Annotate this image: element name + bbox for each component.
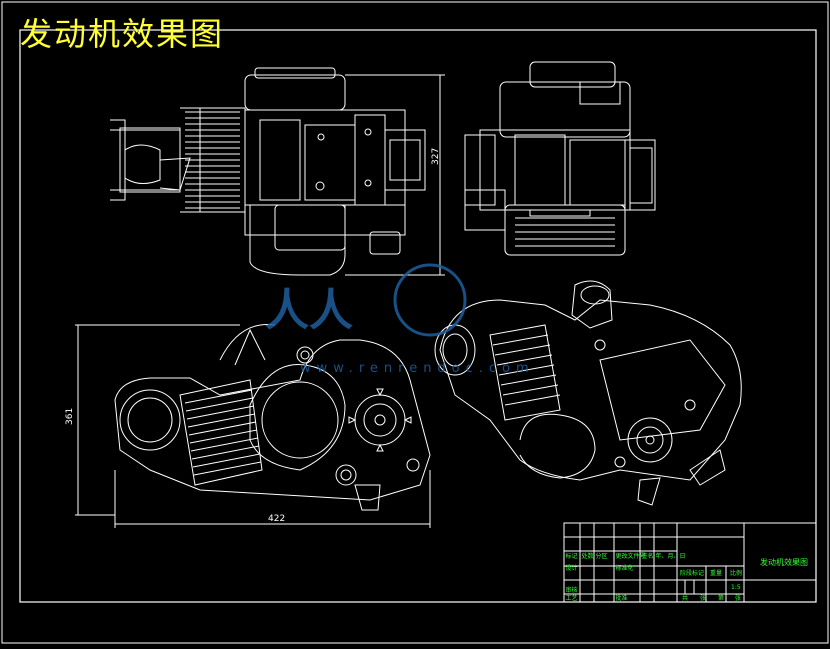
engine-top-view <box>110 67 445 276</box>
inner-frame <box>19 29 817 603</box>
engine-isometric-view <box>434 280 742 506</box>
sprocket <box>348 388 412 452</box>
title-block-cell: 处数 <box>582 552 594 560</box>
watermark-text: 人人 <box>265 285 353 336</box>
cylinder-fins-front <box>179 379 263 486</box>
title-block-cell: 年、月、日 <box>656 552 686 560</box>
title-block-cell: 标记 <box>566 552 578 560</box>
title-block: 标记处数分区更改文件号签名年、月、日设计 标准化审核工艺 批准 阶段标记重量比例 1:5… <box>563 522 817 603</box>
engine-side-view <box>464 61 656 256</box>
title-block-header: 比例 <box>730 569 742 577</box>
title-block-cell: 分区 <box>596 552 608 560</box>
watermark-url: www.renrendoc.com <box>300 361 535 376</box>
title-block-header: 阶段标记 <box>680 569 704 577</box>
title-block-drawing-title: 发动机效果图 <box>760 557 808 567</box>
sprocket-iso <box>627 417 673 463</box>
drawing-title: 发动机效果图 <box>20 15 225 53</box>
sheet-label: 第 <box>718 594 724 602</box>
scale-value: 1:5 <box>731 584 741 591</box>
title-block-cell: 标准化 <box>616 564 634 572</box>
cylinder-fins-top <box>180 107 246 213</box>
cylinder-fins-iso <box>489 324 561 421</box>
title-block-cell: 更改文件号 <box>616 552 646 560</box>
watermark-circle <box>393 263 467 337</box>
sheet-label: 张 <box>700 594 706 602</box>
top-view-dimension: 327 <box>431 148 441 165</box>
title-block-header: 重量 <box>710 569 722 577</box>
title-block-cell: 批准 <box>616 594 628 602</box>
title-block-cell: 工艺 <box>566 594 578 602</box>
engine-front-view <box>75 323 431 528</box>
sheet-label: 张 <box>735 594 741 602</box>
title-block-cell: 审核 <box>566 586 578 594</box>
watermark: 人人 www.renrendoc.com <box>265 263 535 376</box>
title-block-cell: 签名 <box>642 552 654 560</box>
front-view-width-dimension: 422 <box>268 514 285 524</box>
title-block-cell: 设计 <box>566 564 578 572</box>
front-view-height-dimension: 361 <box>65 408 75 425</box>
sheet-label: 共 <box>682 594 688 602</box>
